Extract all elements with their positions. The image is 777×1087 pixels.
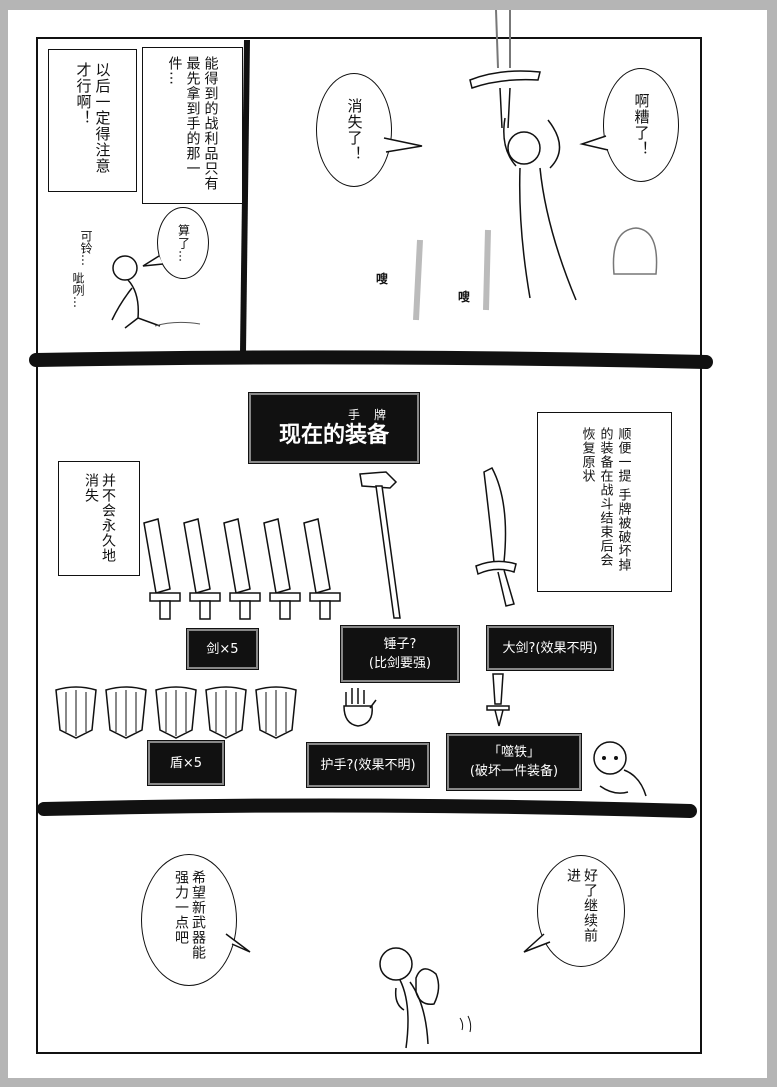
title-card: 手牌 现在的装备 xyxy=(248,392,420,464)
sword-icons xyxy=(143,518,341,620)
gauntlet-icon xyxy=(343,688,377,727)
greatsword-icon xyxy=(475,467,517,607)
walking-character xyxy=(379,947,472,1049)
speech-bubble-oops: 啊糟了！ xyxy=(603,68,679,182)
label-shields: 盾×5 xyxy=(147,740,225,786)
label-greatsword: 大剑?(效果不明) xyxy=(486,625,614,671)
peeking-character xyxy=(593,741,647,797)
hammer-icon xyxy=(359,471,401,619)
sfx-kalin: 可铃… xyxy=(79,230,93,266)
kneeling-character xyxy=(111,255,201,329)
speech-bubble-go: 好了继续前进 xyxy=(537,855,625,967)
speech-bubble-sigh: 算了… xyxy=(157,207,209,279)
caption-loot: 能得到的战利品只有最先拿到手的那一件… xyxy=(142,47,243,204)
bubble-tail xyxy=(523,933,551,953)
caption-restore: 顺便一提 手牌被破坏掉的装备在战斗结束后会恢复原状 xyxy=(537,412,672,592)
bubble-tail xyxy=(142,255,164,267)
title-main: 现在的装备 xyxy=(278,423,389,448)
page-border xyxy=(36,37,702,1054)
bubble-tail xyxy=(383,137,423,153)
label-hammer: 锤子? (比剑要强) xyxy=(340,625,460,683)
debris-lines xyxy=(413,229,491,321)
dissolving-sword-character xyxy=(469,9,577,301)
label-swords: 剑×5 xyxy=(186,628,259,670)
hooded-figure xyxy=(612,227,658,275)
sfx-sou-1: 嗖 xyxy=(376,272,389,286)
shield-icons xyxy=(55,686,297,739)
bite-dagger-icon xyxy=(486,673,510,727)
bubble-tail xyxy=(225,933,251,953)
sfx-cilie: 呲咧… xyxy=(71,272,85,308)
caption-remember: 以后一定得注意才行啊！ xyxy=(48,49,137,192)
bubble-tail xyxy=(579,135,609,151)
label-bite: 「噬铁」 (破坏一件装备) xyxy=(446,733,582,791)
speech-bubble-vanish: 消失了！ xyxy=(316,73,392,187)
title-small: 手牌 xyxy=(347,408,400,422)
speech-bubble-hope: 希望新武器能强力一点吧 xyxy=(141,854,237,986)
sfx-sou-2: 嗖 xyxy=(458,290,471,304)
label-gauntlet: 护手?(效果不明) xyxy=(306,742,430,788)
caption-not-permanent: 并不会永久地消失 xyxy=(58,461,140,576)
